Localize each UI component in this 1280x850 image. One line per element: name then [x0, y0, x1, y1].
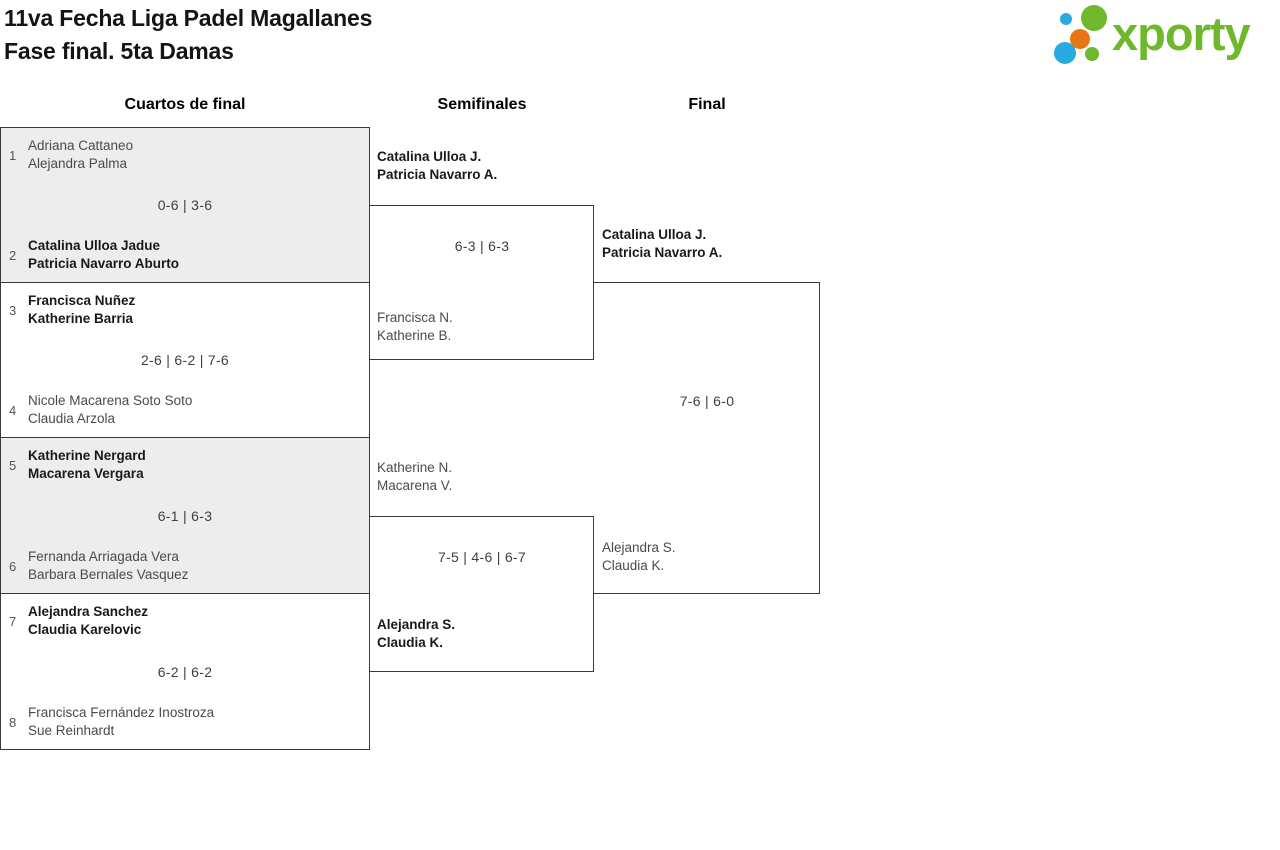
- sf2-team2-names: Alejandra S. Claudia K.: [377, 616, 455, 652]
- team-names: Nicole Macarena Soto Soto Claudia Arzola: [28, 392, 192, 428]
- round-header-cuartos: Cuartos de final: [124, 96, 246, 113]
- logo-dot-icon: [1085, 47, 1099, 61]
- player-name: Macarena Vergara: [28, 466, 144, 481]
- match-final-box: [594, 282, 820, 594]
- player-name: Claudia Karelovic: [28, 622, 142, 637]
- player-name: Catalina Ulloa Jadue: [28, 238, 161, 253]
- player-name: Adriana Cattaneo: [28, 138, 134, 153]
- player-name: Claudia Arzola: [28, 411, 116, 426]
- team-names: Fernanda Arriagada Vera Barbara Bernales…: [28, 548, 188, 584]
- player-name: Macarena V.: [377, 478, 453, 493]
- player-name: Catalina Ulloa J.: [602, 227, 707, 242]
- xporty-logo: xporty: [1050, 0, 1278, 74]
- match-score: 2-6 | 6-2 | 7-6: [140, 352, 230, 368]
- player-name: Patricia Navarro Aburto: [28, 256, 180, 271]
- team-names: Catalina Ulloa Jadue Patricia Navarro Ab…: [28, 237, 179, 273]
- team-entry: 1 Adriana Cattaneo Alejandra Palma: [9, 137, 359, 173]
- player-name: Patricia Navarro A.: [377, 167, 498, 182]
- page-title-line2: Fase final. 5ta Damas: [4, 38, 234, 64]
- final-score: 7-6 | 6-0: [679, 393, 735, 409]
- player-name: Barbara Bernales Vasquez: [28, 567, 189, 582]
- player-name: Catalina Ulloa J.: [377, 149, 482, 164]
- team-names: Francisca Nuñez Katherine Barria: [28, 292, 135, 328]
- sf1-team1-names: Catalina Ulloa J. Patricia Navarro A.: [377, 148, 497, 184]
- team-entry: 5 Katherine Nergard Macarena Vergara: [9, 447, 359, 483]
- sf1-team2-names: Francisca N. Katherine B.: [377, 309, 453, 345]
- round-header-final: Final: [688, 96, 726, 113]
- team-names: Katherine Nergard Macarena Vergara: [28, 447, 146, 483]
- player-name: Alejandra Palma: [28, 156, 128, 171]
- logo-dot-icon: [1060, 13, 1072, 25]
- sf1-score: 6-3 | 6-3: [454, 238, 510, 254]
- player-name: Francisca N.: [377, 310, 453, 325]
- match-score: 6-1 | 6-3: [157, 507, 213, 524]
- seed-number: 7: [9, 613, 17, 629]
- team-names: Adriana Cattaneo Alejandra Palma: [28, 137, 133, 173]
- team-entry: 2 Catalina Ulloa Jadue Patricia Navarro …: [9, 237, 359, 273]
- match-sf1-box: [370, 205, 594, 360]
- sf2-team1-names: Katherine N. Macarena V.: [377, 459, 452, 495]
- logo-wordmark: xporty: [1112, 7, 1251, 60]
- seed-number: 2: [9, 247, 17, 263]
- match-qf2: 3 Francisca Nuñez Katherine Barria 2-6 |…: [0, 282, 370, 438]
- match-qf4: 7 Alejandra Sanchez Claudia Karelovic 6-…: [0, 593, 370, 750]
- logo-dot-icon: [1054, 42, 1076, 64]
- team-names: Alejandra Sanchez Claudia Karelovic: [28, 603, 148, 639]
- match-qf3: 5 Katherine Nergard Macarena Vergara 6-1…: [0, 437, 370, 594]
- player-name: Alejandra S.: [602, 540, 676, 555]
- seed-number: 8: [9, 714, 17, 730]
- player-name: Sue Reinhardt: [28, 723, 115, 738]
- match-sf2-box: [370, 516, 594, 672]
- match-score: 6-2 | 6-2: [157, 663, 213, 680]
- team-entry: 8 Francisca Fernández Inostroza Sue Rein…: [9, 704, 359, 740]
- player-name: Katherine Barria: [28, 311, 134, 326]
- final-team1-names: Catalina Ulloa J. Patricia Navarro A.: [602, 226, 722, 262]
- team-entry: 7 Alejandra Sanchez Claudia Karelovic: [9, 603, 359, 639]
- team-names: Francisca Fernández Inostroza Sue Reinha…: [28, 704, 214, 740]
- logo-dot-icon: [1081, 5, 1107, 31]
- logo-dot-icon: [1070, 29, 1090, 49]
- player-name: Katherine N.: [377, 460, 453, 475]
- player-name: Nicole Macarena Soto Soto: [28, 393, 193, 408]
- match-score: 0-6 | 3-6: [157, 197, 213, 213]
- page-title: 11va Fecha Liga Padel Magallanes Fase fi…: [4, 2, 372, 68]
- player-name: Alejandra Sanchez: [28, 604, 149, 619]
- match-qf1: 1 Adriana Cattaneo Alejandra Palma 0-6 |…: [0, 127, 370, 283]
- team-entry: 4 Nicole Macarena Soto Soto Claudia Arzo…: [9, 392, 359, 428]
- final-team2-names: Alejandra S. Claudia K.: [602, 539, 676, 575]
- player-name: Claudia K.: [602, 558, 665, 573]
- player-name: Fernanda Arriagada Vera: [28, 549, 179, 564]
- team-entry: 6 Fernanda Arriagada Vera Barbara Bernal…: [9, 548, 359, 584]
- player-name: Patricia Navarro A.: [602, 245, 723, 260]
- player-name: Francisca Fernández Inostroza: [28, 705, 215, 720]
- player-name: Katherine Nergard: [28, 448, 146, 463]
- round-header-semifinales: Semifinales: [437, 96, 527, 113]
- team-entry: 3 Francisca Nuñez Katherine Barria: [9, 292, 359, 328]
- seed-number: 1: [9, 147, 17, 163]
- seed-number: 5: [9, 457, 17, 473]
- seed-number: 3: [9, 302, 17, 318]
- seed-number: 6: [9, 558, 17, 574]
- page-title-line1: 11va Fecha Liga Padel Magallanes: [4, 5, 373, 31]
- sf2-score: 7-5 | 4-6 | 6-7: [437, 549, 527, 565]
- player-name: Francisca Nuñez: [28, 293, 136, 308]
- player-name: Alejandra S.: [377, 617, 456, 632]
- seed-number: 4: [9, 402, 17, 418]
- player-name: Claudia K.: [377, 635, 444, 650]
- player-name: Katherine B.: [377, 328, 452, 343]
